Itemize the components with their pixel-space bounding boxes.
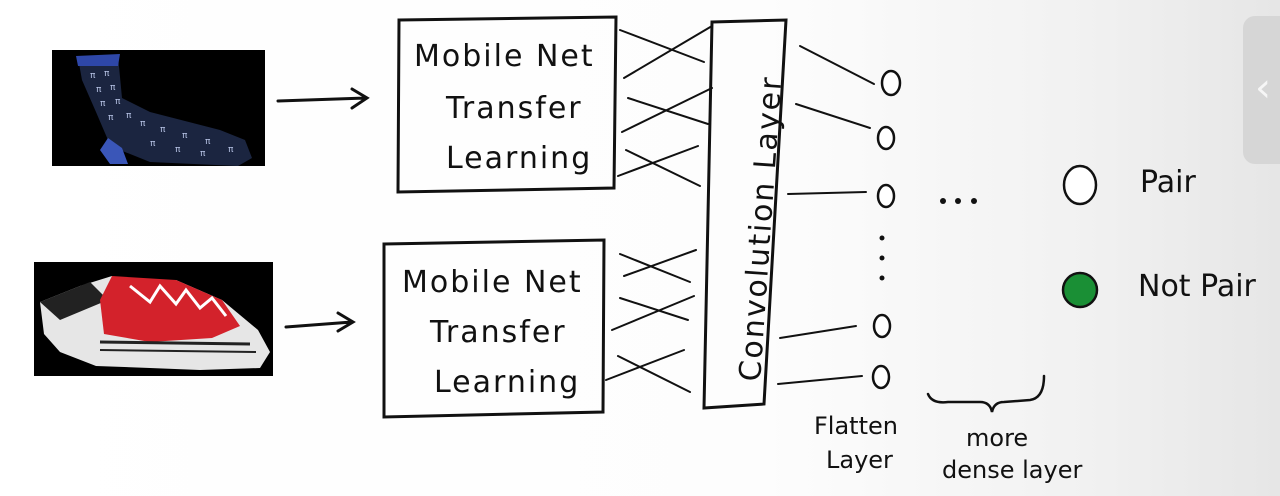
connections-flatten [777,45,875,385]
legend: Pair Not Pair [1061,164,1257,309]
convolution-layer-label: Convolution Layer [733,74,789,382]
legend-pair-marker [1062,164,1098,206]
svg-text:π: π [108,113,114,123]
svg-text:π: π [104,69,110,79]
flatten-node-1 [880,69,902,97]
arrow-top-input [276,87,370,110]
svg-text:π: π [90,71,96,81]
flatten-node-5 [871,364,891,390]
flatten-label-line-1: Flatten [814,412,898,440]
mobilenet-top-line-3: Learning [446,141,592,176]
dense-ellipsis [940,198,977,204]
legend-not-pair-label: Not Pair [1138,269,1257,304]
mobilenet-top-line-1: Mobile Net [414,39,595,74]
svg-text:π: π [126,111,132,121]
svg-text:π: π [110,83,116,93]
convolution-layer-box: Convolution Layer [702,18,789,410]
mobilenet-box-top: Mobile Net Transfer Learning [396,15,618,194]
flatten-node-3 [876,183,896,209]
legend-not-pair-marker [1061,271,1099,309]
svg-text:π: π [96,85,102,95]
dense-label-line-2: dense layer [942,456,1082,484]
svg-text:π: π [200,149,206,159]
flatten-layer-nodes [871,69,902,390]
svg-text:π: π [150,139,156,149]
flatten-vertical-dots [879,235,885,281]
dense-label-line-1: more [966,424,1028,452]
svg-text:π: π [228,145,234,155]
side-panel-handle[interactable]: ‹ [1243,16,1280,164]
mobilenet-bottom-line-2: Transfer [429,315,567,350]
mobilenet-bottom-line-3: Learning [434,365,580,400]
connections-bottom [605,249,697,393]
mobilenet-bottom-line-1: Mobile Net [402,265,583,300]
svg-text:π: π [205,137,211,147]
flatten-label-line-2: Layer [826,446,893,474]
chevron-left-icon[interactable]: ‹ [1255,65,1271,111]
svg-text:π: π [175,145,181,155]
dense-brace [926,374,1046,413]
flatten-node-2 [876,125,896,151]
mobilenet-box-bottom: Mobile Net Transfer Learning [382,238,606,419]
svg-text:π: π [115,97,121,107]
connections-top [617,25,713,187]
flatten-node-4 [872,313,892,339]
legend-pair-label: Pair [1140,165,1196,200]
sneaker-sock-image [34,262,273,376]
svg-text:π: π [160,125,166,135]
arrow-bottom-input [284,311,356,333]
svg-text:π: π [182,131,188,141]
svg-text:π: π [100,99,106,109]
svg-text:π: π [140,119,146,129]
mobilenet-top-line-2: Transfer [445,91,583,126]
